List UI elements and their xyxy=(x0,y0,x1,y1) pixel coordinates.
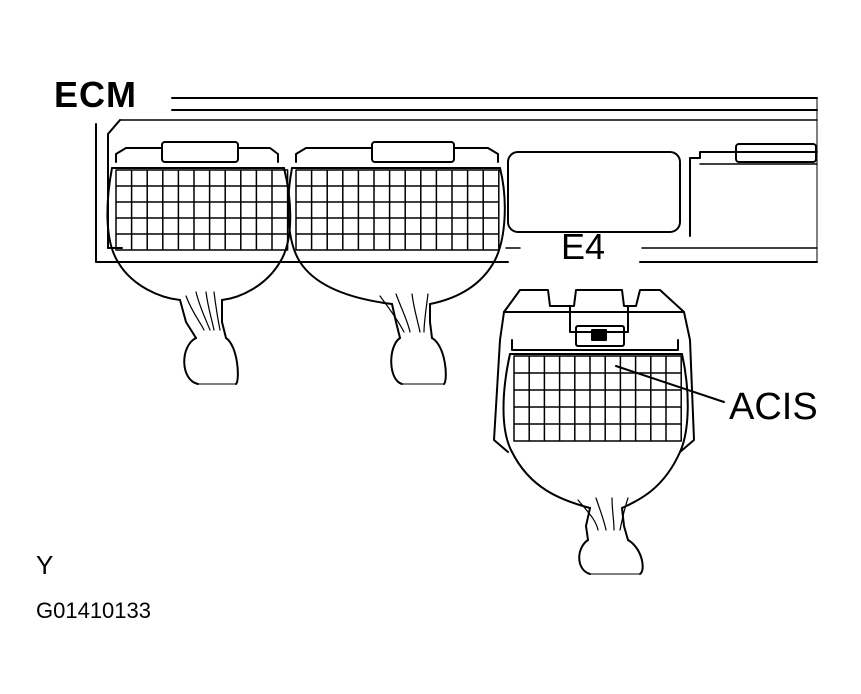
right-connector-socket xyxy=(689,143,818,237)
connector-e4 xyxy=(493,289,695,575)
connector-left-pin-grid xyxy=(115,169,289,251)
connector-e4-label: E4 xyxy=(561,226,606,267)
connector-left xyxy=(106,141,292,385)
acis-terminal-label: ACIS xyxy=(729,386,818,428)
figure-code-label: G01410133 xyxy=(36,598,151,623)
empty-connector-socket xyxy=(507,151,681,233)
side-marker-label: Y xyxy=(36,550,54,580)
acis-leader-line xyxy=(615,365,725,403)
connector-center-pin-grid xyxy=(295,169,500,251)
ecm-housing xyxy=(95,97,818,263)
ecm-label: ECM xyxy=(54,74,137,115)
connector-center xyxy=(287,141,506,385)
connector-e4-pin-grid xyxy=(513,355,682,442)
